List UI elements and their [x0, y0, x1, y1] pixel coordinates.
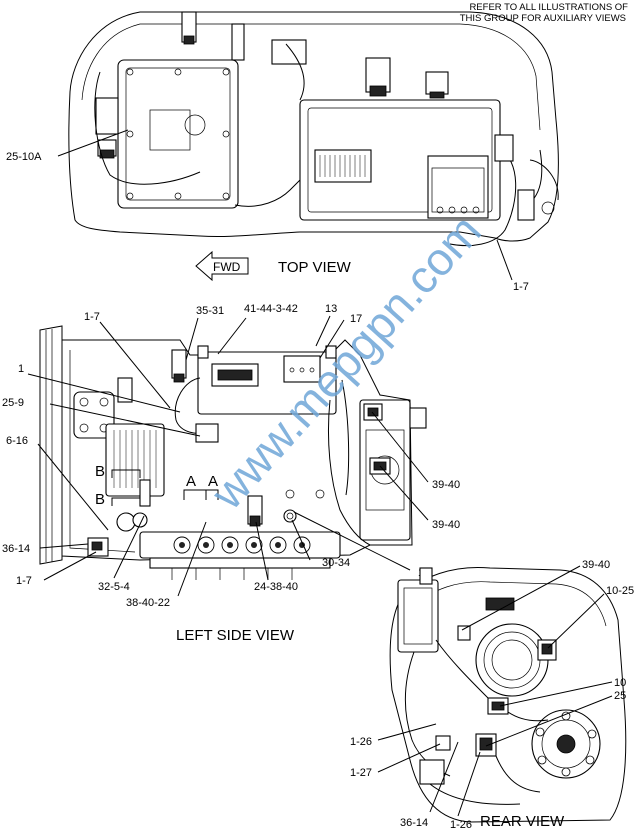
header-note-line-1: REFER TO ALL ILLUSTRATIONS OF	[469, 2, 628, 13]
callout-24-38-40: 24-38-40	[254, 581, 298, 593]
callout-39-40-left-upper: 39-40	[432, 479, 460, 491]
callout-25-10a: 25-10A	[6, 151, 42, 163]
callout-10: 10	[614, 677, 626, 689]
callout-25: 25	[614, 690, 626, 702]
rear-view-title: REAR VIEW	[480, 813, 565, 829]
section-letter-b-lower: B	[95, 491, 105, 508]
callout-38-40-22: 38-40-22	[126, 597, 170, 609]
callout-32-5-4: 32-5-4	[98, 581, 130, 593]
callout-35-31: 35-31	[196, 305, 224, 317]
callout-25-9: 25-9	[2, 397, 24, 409]
top-view-drawing	[68, 11, 559, 247]
forward-arrow-label: FWD	[213, 260, 241, 274]
callout-1-7-top: 1-7	[513, 281, 529, 293]
callout-1-7-left-bottom: 1-7	[16, 575, 32, 587]
callout-39-40-left-lower: 39-40	[432, 519, 460, 531]
callout-30-34: 30-34	[322, 557, 350, 569]
section-letter-b-upper: B	[95, 463, 105, 480]
callout-41-44-3-42: 41-44-3-42	[244, 303, 298, 315]
forward-arrow: FWD	[195, 250, 249, 282]
callout-39-40-rear: 39-40	[582, 559, 610, 571]
callout-1-26-rear-lower: 1-26	[450, 819, 472, 829]
section-letter-a-left: A	[186, 473, 196, 490]
section-letter-a-right: A	[208, 473, 218, 490]
left-side-view-title: LEFT SIDE VIEW	[176, 627, 295, 644]
callout-10-25: 10-25	[606, 585, 634, 597]
callout-1-27: 1-27	[350, 767, 372, 779]
callout-1: 1	[18, 363, 24, 375]
callout-1-7-left-top: 1-7	[84, 311, 100, 323]
callout-6-16: 6-16	[6, 435, 28, 447]
header-note-line-2: THIS GROUP FOR AUXILIARY VIEWS	[460, 13, 626, 24]
callout-1-26-rear-upper: 1-26	[350, 736, 372, 748]
callout-36-14-left: 36-14	[2, 543, 30, 555]
callout-36-14-rear: 36-14	[400, 817, 428, 829]
callout-13: 13	[325, 303, 337, 315]
left-side-view-drawing	[39, 325, 427, 580]
top-view-title: TOP VIEW	[278, 259, 352, 276]
callout-17: 17	[350, 313, 362, 325]
